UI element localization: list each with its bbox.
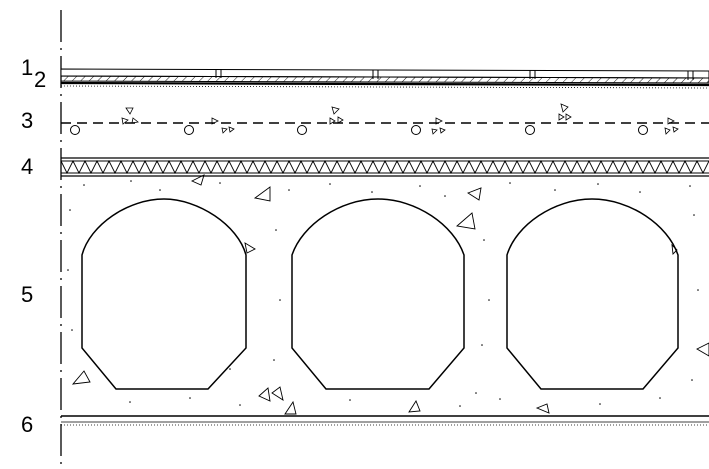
layer-labels: 1 2 3 4 5 6	[21, 55, 46, 437]
insulation-layer	[60, 157, 709, 177]
hollow-core-void	[81, 198, 247, 390]
layer-label-6: 6	[21, 412, 33, 437]
roofing-membrane-layer	[60, 68, 709, 89]
ceiling-finish-layer	[61, 415, 709, 426]
hollow-core-void	[506, 198, 679, 390]
hollow-core-void	[291, 198, 465, 390]
layer-label-1: 1	[21, 55, 33, 80]
hollow-core-slab	[67, 174, 709, 415]
layer-label-2: 2	[34, 67, 46, 92]
screed-layer	[61, 103, 709, 135]
layer-label-3: 3	[21, 108, 33, 133]
layer-label-5: 5	[21, 282, 33, 307]
layer-label-4: 4	[21, 154, 33, 179]
